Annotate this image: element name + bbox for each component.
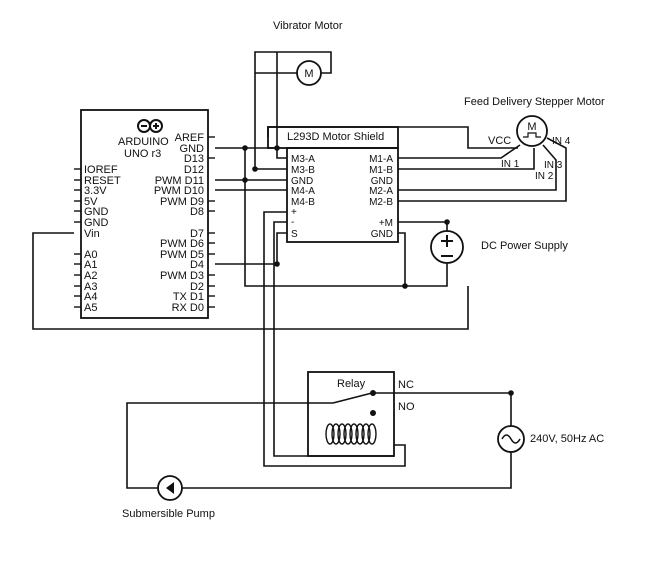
relay-nc-label: NC [398,379,414,391]
pin-label: + [291,207,297,218]
pin-label: D2 [190,281,204,293]
pin-label: A3 [84,281,97,293]
pin-label: A1 [84,259,97,271]
dc-power-supply [430,230,464,264]
pin-label: D4 [190,259,204,271]
stepper-motor: M VCC IN 1 IN 2 IN 3 IN 4 [488,115,571,182]
arduino-name: ARDUINO [118,136,169,148]
relay: Relay NC NO [307,371,415,457]
motor-shield-label: L293D Motor Shield [287,131,384,143]
pin-label: AREF [175,132,205,144]
stepper-vcc-label: VCC [488,135,511,147]
pin-label: PWM D6 [160,238,204,250]
vibrator-motor-symbol: M [304,68,313,80]
pin-label: GND [371,229,393,240]
shield-right-pins: M1-A M1-B GND M2-A M2-B +M GND [369,154,393,240]
pin-label: IOREF [84,164,118,176]
pin-label: PWM D10 [154,185,204,197]
pin-label: PWM D5 [160,249,204,261]
pin-label: D7 [190,228,204,240]
arduino-model: UNO r3 [124,148,161,160]
arduino-left-pins: IOREF RESET 3.3V 5V GND GND Vin A0 A1 A2… [74,164,121,314]
pin-label: GND [371,176,393,187]
pin-label: D13 [184,153,204,165]
motor-shield: L293D Motor Shield M3-A M3-B GND M4-A M4… [267,126,399,243]
pin-label: PWM D3 [160,270,204,282]
vibrator-motor-label: Vibrator Motor [273,20,343,32]
pin-label: GND [84,206,109,218]
pin-label: D8 [190,206,204,218]
pin-label: M3-A [291,154,315,165]
pin-label: - [291,217,294,228]
stepper-in3-label: IN 3 [544,160,563,171]
pin-label: TX D1 [173,291,204,303]
pin-label: M4-A [291,186,315,197]
pin-label: RESET [84,175,121,187]
pin-label: RX D0 [172,302,204,314]
stepper-in1-label: IN 1 [501,159,520,170]
stepper-motor-label: Feed Delivery Stepper Motor [464,96,605,108]
pin-label: M3-B [291,165,315,176]
pin-label: M2-B [369,197,393,208]
wires [32,51,567,489]
pin-label: D12 [184,164,204,176]
pin-label: M1-B [369,165,393,176]
arduino-right-pins: AREF GND D13 D12 PWM D11 PWM D10 PWM D9 … [154,132,215,314]
stepper-motor-symbol: M [527,121,536,133]
pin-label: +M [379,218,393,229]
relay-coil [325,423,377,445]
pin-label: A5 [84,302,97,314]
junction-dots [242,145,514,396]
vibrator-motor: M [296,60,322,86]
ac-supply-label: 240V, 50Hz AC [530,433,604,445]
pin-label: GND [291,176,313,187]
pin-label: M1-A [369,154,393,165]
pin-label: M2-A [369,186,393,197]
stepper-in2-label: IN 2 [535,171,554,182]
pin-label: A2 [84,270,97,282]
pin-label: PWM D11 [155,175,204,187]
stepper-in4-label: IN 4 [552,136,571,147]
relay-no-label: NO [398,401,415,413]
pin-label: S [291,229,298,240]
pin-label: A0 [84,249,97,261]
dc-supply-label: DC Power Supply [481,240,568,252]
pin-label: Vin [84,228,100,240]
pin-label: M4-B [291,197,315,208]
arduino-logo [137,119,163,133]
pin-label: PWM D9 [160,196,204,208]
arduino-board: ARDUINO UNO r3 IOREF RESET 3.3V 5V GND G… [74,109,215,319]
pump-label: Submersible Pump [122,508,215,520]
relay-label: Relay [337,378,366,390]
pin-label: 3.3V [84,185,107,197]
pin-label: GND [180,143,205,155]
pin-label: GND [84,217,109,229]
pin-label: A4 [84,291,97,303]
submersible-pump [157,475,183,501]
shield-left-pins: M3-A M3-B GND M4-A M4-B + - S [291,154,315,240]
ac-power-source [497,425,525,453]
pin-label: 5V [84,196,98,208]
